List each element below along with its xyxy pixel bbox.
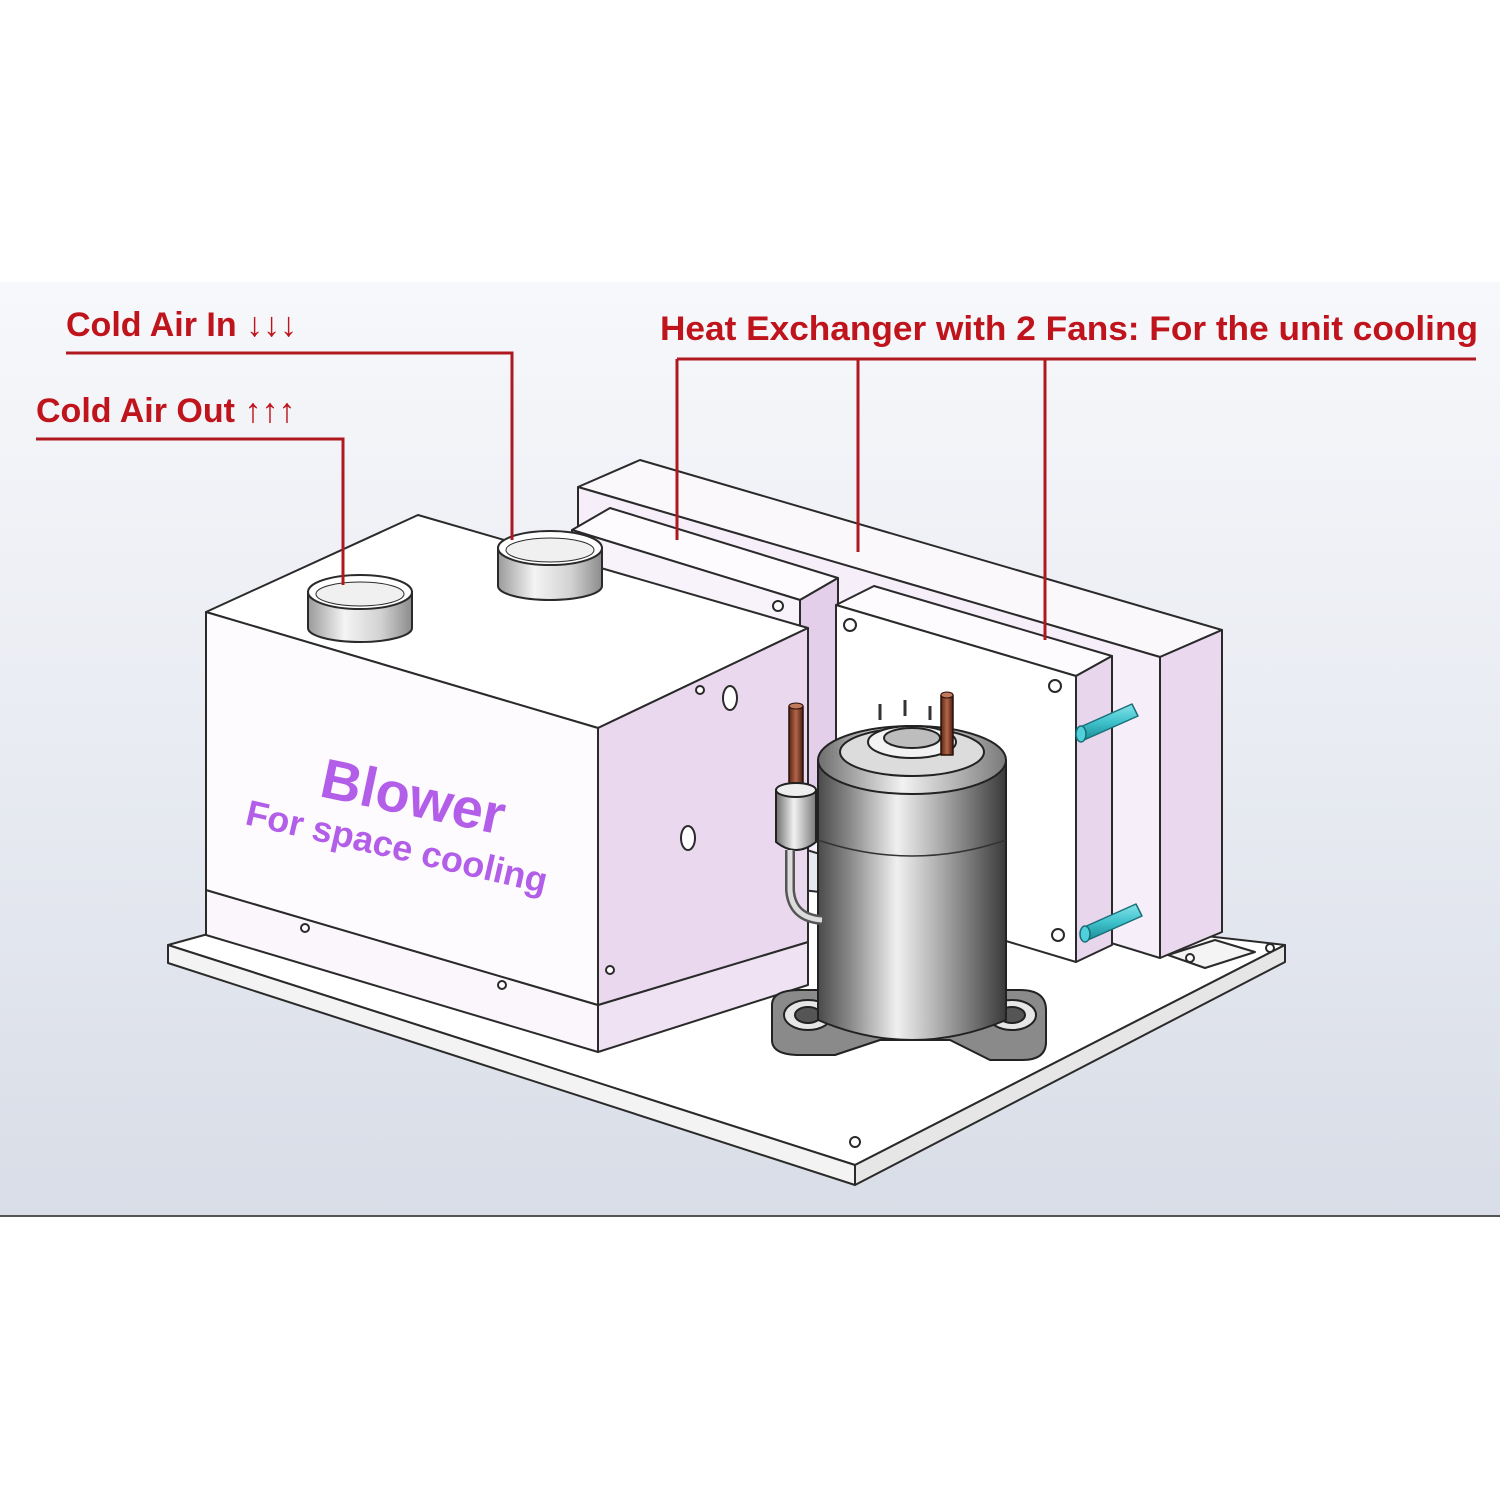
- label-cold-air-in: Cold Air In ↓↓↓: [66, 306, 297, 344]
- cold-air-in-duct: [497, 530, 603, 601]
- label-heat-exchanger: Heat Exchanger with 2 Fans: For the unit…: [660, 310, 1478, 348]
- teal-pipe-upper: [1075, 703, 1139, 743]
- leader-cold-air-in: [66, 351, 514, 540]
- blower-box: [205, 514, 809, 1053]
- leader-lines: [36, 351, 1476, 640]
- label-cold-air-out: Cold Air Out ↑↑↑: [36, 392, 295, 430]
- teal-pipe-lower: [1079, 903, 1143, 943]
- compressor: [771, 691, 1047, 1061]
- leader-cold-air-out: [36, 437, 345, 585]
- cold-air-out-duct: [307, 574, 413, 643]
